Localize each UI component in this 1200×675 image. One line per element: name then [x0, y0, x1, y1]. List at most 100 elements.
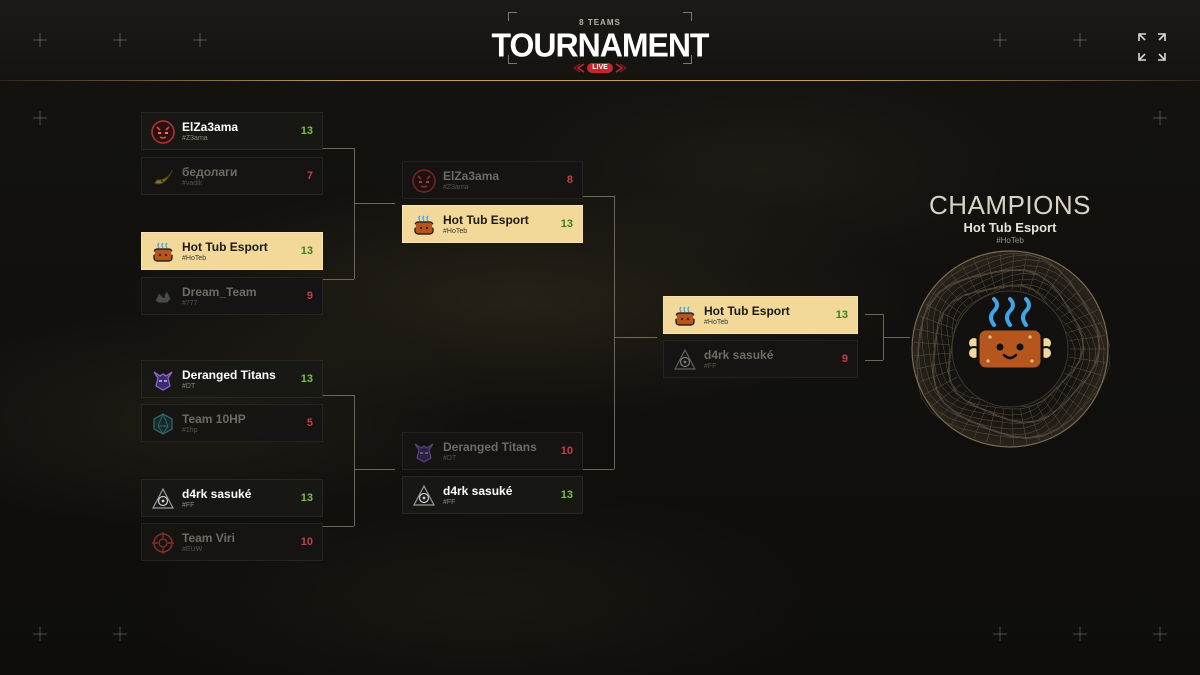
bracket-line — [323, 526, 354, 527]
fullscreen-icon — [1138, 33, 1166, 61]
team-score: 13 — [300, 125, 313, 137]
banana-logo — [151, 165, 175, 189]
team-name: Team 10HP — [182, 412, 246, 426]
champion-title: CHAMPIONS — [929, 190, 1091, 220]
team-name: ElZa3ama — [182, 120, 239, 134]
team-tag: #HoTeb — [443, 228, 468, 235]
sharingan-triangle-logo — [151, 487, 175, 511]
team-name: ElZa3ama — [443, 169, 500, 183]
team-tag: #FF — [443, 499, 456, 506]
team-card[interactable]: Hot Tub Esport#HoTeb 13 — [402, 205, 583, 243]
team-name: Dream_Team — [182, 285, 257, 299]
bracket-line — [354, 395, 355, 526]
bracket-line — [883, 314, 884, 360]
team-name: Deranged Titans — [443, 440, 537, 454]
grid-cross — [33, 627, 47, 641]
bracket-line — [865, 314, 883, 315]
team-name: d4rk sasuké — [182, 487, 252, 501]
team-card[interactable]: Dream_Team#777 9 — [141, 277, 323, 315]
bracket-line — [583, 196, 614, 197]
titan-helmet-logo — [412, 440, 436, 464]
team-tag: #777 — [182, 300, 198, 307]
hot-tub-logo — [967, 297, 1053, 371]
team-name: Deranged Titans — [182, 368, 276, 382]
team-score: 13 — [300, 373, 313, 385]
grid-cross — [993, 33, 1007, 47]
team-tag: #EUW — [182, 546, 203, 553]
bracket-line — [354, 148, 355, 279]
bracket-line — [355, 469, 395, 470]
header-subtitle: 8 TEAMS — [579, 18, 621, 27]
bracket-line — [614, 196, 615, 469]
bracket-line — [583, 469, 614, 470]
titan-helmet-logo — [151, 368, 175, 392]
team-tag: #HoTeb — [704, 319, 729, 326]
grid-cross — [33, 111, 47, 125]
dog-logo — [151, 285, 175, 309]
devil-mask-logo — [412, 169, 436, 193]
team-score: 5 — [306, 417, 313, 429]
title-frame — [508, 12, 692, 64]
team-name: Hot Tub Esport — [704, 304, 790, 318]
team-score: 7 — [306, 170, 313, 182]
grid-cross — [33, 33, 47, 47]
team-tag: #Z3ama — [182, 135, 208, 142]
devil-mask-logo — [151, 120, 175, 144]
bracket-line — [865, 360, 883, 361]
team-name: d4rk sasuké — [704, 348, 774, 362]
grid-cross — [193, 33, 207, 47]
d20-dice-logo — [151, 412, 175, 436]
team-card[interactable]: Hot Tub Esport#HoTeb 13 — [663, 296, 858, 334]
team-card[interactable]: d4rk sasuké#FF 13 — [141, 479, 323, 517]
team-card[interactable]: Deranged Titans#DT 13 — [141, 360, 323, 398]
grid-cross — [1073, 33, 1087, 47]
team-score: 13 — [300, 245, 313, 257]
team-tag: #Z3ama — [443, 184, 469, 191]
grid-cross — [113, 627, 127, 641]
bracket-line — [884, 337, 910, 338]
team-name: бедолаги — [182, 165, 238, 179]
header-title: TOURNAMENT — [491, 26, 710, 64]
team-score: 13 — [560, 218, 573, 230]
bracket-line — [355, 203, 395, 204]
team-score: 10 — [300, 536, 313, 548]
team-tag: #FF — [704, 363, 717, 370]
team-score: 13 — [560, 489, 573, 501]
team-name: d4rk sasuké — [443, 484, 513, 498]
team-name: Team Viri — [182, 531, 235, 545]
team-tag: #DT — [443, 455, 457, 462]
hot-tub-logo — [151, 240, 175, 264]
sharingan-triangle-logo — [412, 484, 436, 508]
team-card[interactable]: d4rk sasuké#FF 9 — [663, 340, 858, 378]
team-name: Hot Tub Esport — [182, 240, 268, 254]
team-card[interactable]: Team Viri#EUW 10 — [141, 523, 323, 561]
hot-tub-logo — [673, 304, 697, 328]
live-indicator-icon — [572, 63, 628, 73]
bracket-line — [323, 279, 354, 280]
team-name: Hot Tub Esport — [443, 213, 529, 227]
team-score: 9 — [306, 290, 313, 302]
team-score: 13 — [300, 492, 313, 504]
champion-tag: #HoTeb — [996, 236, 1024, 245]
champion-name: Hot Tub Esport — [963, 220, 1057, 235]
grid-cross — [1153, 627, 1167, 641]
grid-cross — [1073, 627, 1087, 641]
team-score: 9 — [841, 353, 848, 365]
team-tag: #FF — [182, 502, 195, 509]
team-tag: #DT — [182, 383, 196, 390]
grid-cross — [113, 33, 127, 47]
header-divider — [0, 80, 1200, 81]
fullscreen-button[interactable] — [1136, 31, 1168, 63]
team-score: 13 — [835, 309, 848, 321]
team-card[interactable]: d4rk sasuké#FF 13 — [402, 476, 583, 514]
bracket-line — [323, 395, 354, 396]
live-badge: LIVE — [587, 63, 613, 73]
team-card[interactable]: ElZa3ama#Z3ama 13 — [141, 112, 323, 150]
champion-emblem — [911, 250, 1110, 448]
crosshair-logo — [151, 531, 175, 555]
